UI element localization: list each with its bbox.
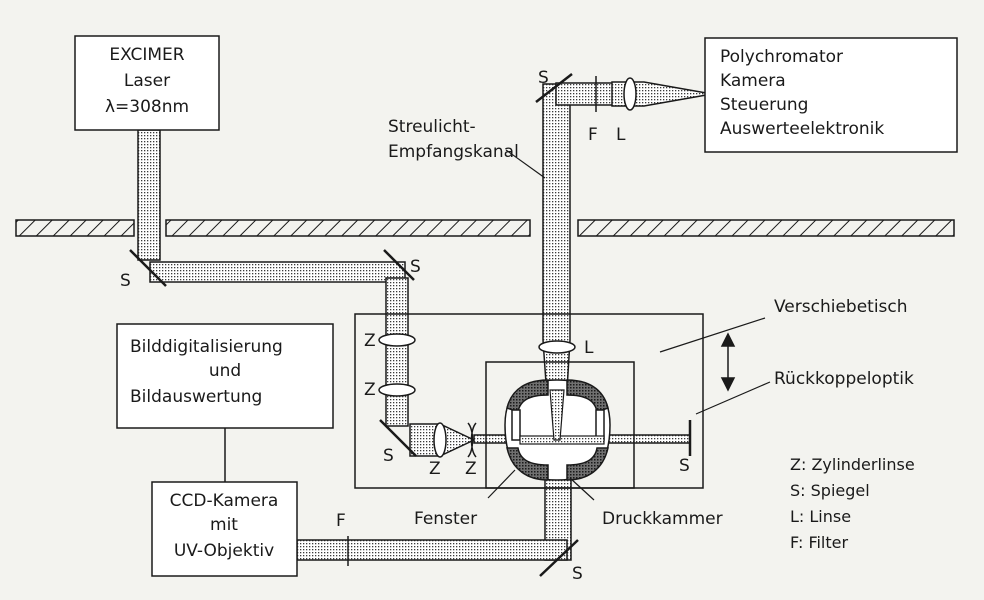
label-fenster: Fenster (414, 509, 477, 529)
svg-text:Z: Z (364, 380, 376, 400)
lenses (347, 76, 637, 566)
svg-text:mit: mit (210, 515, 238, 535)
cyl-lens-2 (378, 383, 416, 397)
label-druckkammer: Druckkammer (602, 509, 723, 529)
cyl-lens-3 (433, 422, 447, 458)
cyl-lens-1 (378, 333, 416, 347)
image-processing-box: Bilddigitalisierung und Bildauswertung (116, 323, 334, 429)
chamber-beams (519, 389, 605, 445)
lens-L-top (623, 77, 637, 111)
leader-lines (487, 149, 771, 501)
legend-item: F: Filter (790, 533, 848, 552)
svg-text:S: S (679, 456, 690, 476)
svg-text:CCD-Kamera: CCD-Kamera (170, 491, 279, 511)
label-rueckkoppeloptik: Rückkoppeloptik (774, 369, 914, 389)
svg-text:L: L (584, 338, 594, 358)
svg-text:Steuerung: Steuerung (720, 95, 808, 115)
svg-text:Z: Z (465, 459, 477, 479)
mirror-top (535, 73, 573, 103)
stage-move-arrow-icon (720, 332, 736, 392)
label-streulicht-1: Streulicht- (388, 117, 476, 137)
svg-text:S: S (383, 446, 394, 466)
svg-text:UV-Objektiv: UV-Objektiv (174, 541, 274, 561)
svg-text:Auswerteelektronik: Auswerteelektronik (720, 119, 884, 139)
mirror-lower-left (379, 419, 417, 457)
legend-item: S: Spiegel (790, 481, 870, 500)
svg-text:EXCIMER: EXCIMER (109, 45, 184, 65)
legend: Z: Zylinderlinse S: Spiegel L: Linse F: … (790, 455, 915, 552)
svg-text:L: L (616, 125, 626, 145)
cyl-lens-4 (467, 422, 477, 458)
lens-L-chamber (538, 340, 576, 354)
laser-box: EXCIMER Laser λ=308nm (74, 35, 220, 131)
svg-text:Z: Z (364, 331, 376, 351)
svg-text:S: S (410, 257, 421, 277)
wall-hatched (15, 219, 955, 237)
label-streulicht-2: Empfangskanal (388, 142, 519, 162)
component-letters: S S S S S S F F L L Z Z Z Z (120, 68, 690, 584)
mirror-upper-right (383, 249, 415, 281)
mirrors (129, 73, 692, 577)
ccd-box: CCD-Kamera mit UV-Objektiv (151, 481, 298, 577)
svg-text:Kamera: Kamera (720, 71, 786, 91)
svg-text:Z: Z (429, 459, 441, 479)
label-verschiebetisch: Verschiebetisch (774, 297, 908, 317)
svg-text:und: und (209, 361, 241, 381)
mirror-laser (129, 249, 167, 287)
svg-text:Laser: Laser (124, 71, 170, 91)
svg-text:Bilddigitalisierung: Bilddigitalisierung (130, 337, 283, 357)
svg-text:S: S (572, 564, 583, 584)
chamber-mount (485, 361, 635, 489)
legend-item: Z: Zylinderlinse (790, 455, 915, 474)
legend-item: L: Linse (790, 507, 851, 526)
svg-text:S: S (538, 68, 549, 88)
svg-text:F: F (588, 125, 598, 145)
polychromator-box: Polychromator Kamera Steuerung Auswertee… (704, 37, 958, 153)
svg-text:Bildauswertung: Bildauswertung (130, 387, 262, 407)
mirror-ccd (539, 539, 579, 577)
svg-text:S: S (120, 271, 131, 291)
svg-text:F: F (336, 511, 346, 531)
svg-text:Polychromator: Polychromator (720, 47, 843, 67)
svg-text:λ=308nm: λ=308nm (105, 97, 189, 117)
